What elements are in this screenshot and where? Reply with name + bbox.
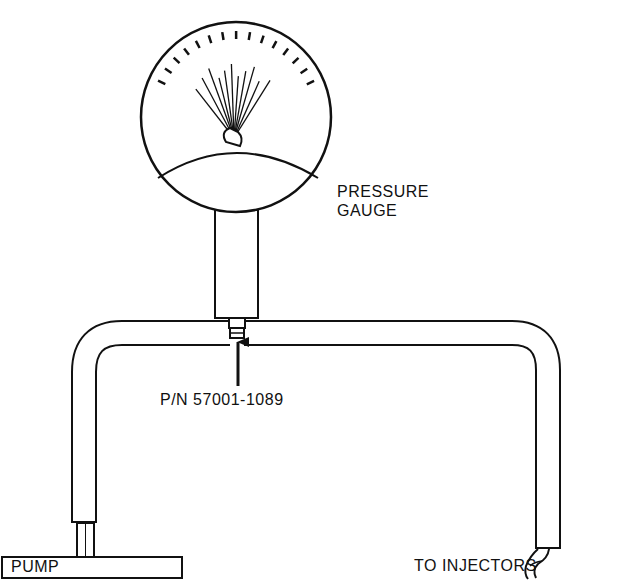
gauge-label: PRESSURE GAUGE: [337, 182, 447, 220]
destination-label: TO INJECTORS: [414, 556, 537, 575]
node-text: PUMP: [11, 558, 59, 576]
pressure-gauge: [141, 22, 331, 212]
hose-right: [243, 333, 561, 579]
tee-fitting: [229, 318, 245, 338]
callout-arrow: [237, 342, 240, 386]
part-number: P/N 57001-1089: [160, 390, 284, 409]
pump-box: PUMP: [1, 556, 183, 579]
pump-fitting: [77, 523, 94, 557]
gauge-stem: [215, 210, 258, 318]
hose-left: [71, 333, 231, 523]
